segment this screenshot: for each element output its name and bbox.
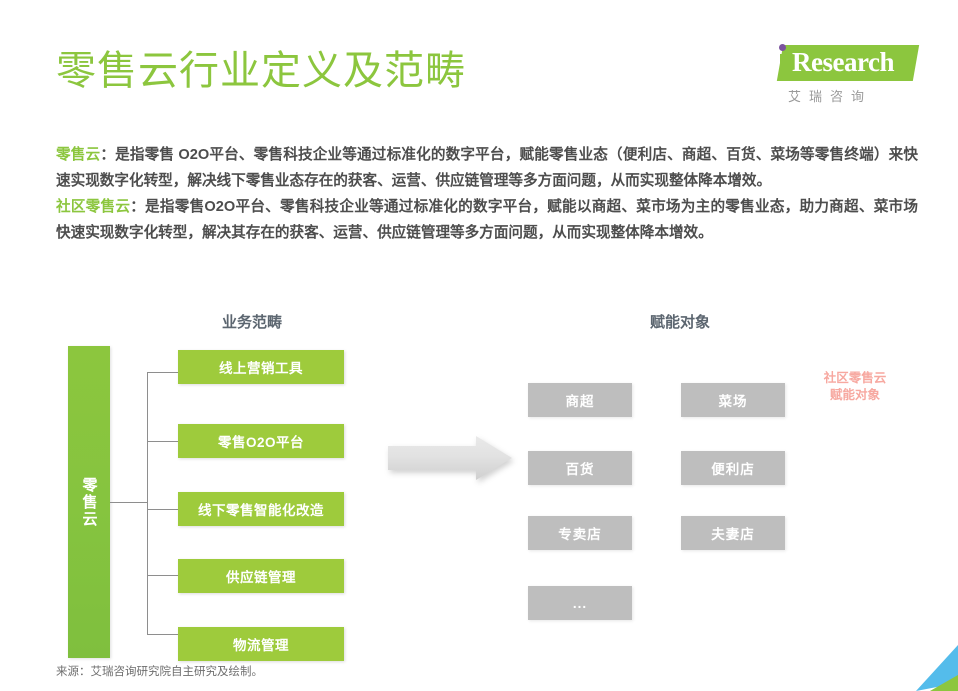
target-box-label: 商超 (565, 394, 595, 409)
connector-branch-3 (147, 509, 178, 510)
target-box-label: 专卖店 (558, 527, 602, 542)
definition-body-2: ：是指零售O2O平台、零售科技企业等通过标准化的数字平台，赋能以商超、菜市场为主… (56, 199, 918, 241)
target-box-specialty-store[interactable]: 专卖店 (528, 516, 632, 550)
target-box-wet-market[interactable]: 菜场 (681, 383, 785, 417)
target-box-supermarket[interactable]: 商超 (528, 383, 632, 417)
page-title: 零售云行业定义及范畴 (56, 49, 466, 93)
connector-trunk-to-spine (110, 502, 148, 503)
source-note: 来源：艾瑞咨询研究院自主研究及绘制。 (56, 666, 263, 678)
definition-term-1: 零售云 (56, 147, 101, 163)
branch-box-logistics-management[interactable]: 物流管理 (178, 627, 344, 661)
logo-mark: Research (766, 42, 920, 84)
iresearch-logo: Research 艾瑞咨询 (766, 42, 920, 104)
target-box-label: 百货 (565, 462, 595, 477)
connector-branch-1 (147, 372, 178, 373)
definition-body-1: ：是指零售 O2O平台、零售科技企业等通过标准化的数字平台，赋能零售业态（便利店… (56, 147, 918, 189)
branch-box-offline-retail-intelligence[interactable]: 线下零售智能化改造 (178, 492, 344, 526)
branch-box-label: 物流管理 (233, 638, 289, 653)
logo-i-dot-icon (779, 44, 786, 51)
target-box-more[interactable]: ... (528, 586, 632, 620)
logo-i-stem-icon (780, 54, 785, 78)
community-retail-cloud-note: 社区零售云 赋能对象 (805, 370, 905, 404)
logo-wordmark: Research (792, 47, 894, 77)
target-box-mom-and-pop-store[interactable]: 夫妻店 (681, 516, 785, 550)
trunk-retail-cloud: 零售云 (68, 346, 110, 658)
definition-term-2: 社区零售云 (56, 199, 131, 215)
column-header-business-scope: 业务范畴 (222, 314, 283, 331)
community-note-line-1: 社区零售云 (823, 371, 887, 385)
branch-box-supply-chain-management[interactable]: 供应链管理 (178, 559, 344, 593)
target-box-department-store[interactable]: 百货 (528, 451, 632, 485)
definitions-block: 零售云：是指零售 O2O平台、零售科技企业等通过标准化的数字平台，赋能零售业态（… (56, 142, 918, 246)
trunk-label: 零售云 (80, 476, 98, 528)
target-box-label: 夫妻店 (711, 527, 755, 542)
definition-paragraph-1: 零售云：是指零售 O2O平台、零售科技企业等通过标准化的数字平台，赋能零售业态（… (56, 142, 918, 194)
branch-box-online-marketing-tools[interactable]: 线上营销工具 (178, 350, 344, 384)
community-note-line-2: 赋能对象 (829, 388, 880, 402)
logo-subtitle: 艾瑞咨询 (788, 89, 873, 104)
branch-box-label: 零售O2O平台 (217, 435, 304, 450)
connector-spine-vertical (147, 372, 148, 634)
corner-decoration (886, 645, 958, 691)
branch-box-label: 线下零售智能化改造 (198, 503, 324, 518)
right-arrow-icon (388, 436, 512, 480)
branch-box-label: 供应链管理 (226, 570, 296, 585)
target-box-label: ... (572, 595, 588, 611)
target-box-convenience-store[interactable]: 便利店 (681, 451, 785, 485)
connector-branch-5 (147, 634, 178, 635)
target-box-label: 便利店 (711, 462, 755, 477)
branch-box-retail-o2o-platform[interactable]: 零售O2O平台 (178, 424, 344, 458)
connector-branch-4 (147, 575, 178, 576)
branch-box-label: 线上营销工具 (219, 361, 303, 376)
column-header-enabled-objects: 赋能对象 (650, 314, 711, 331)
connector-branch-2 (147, 441, 178, 442)
definition-paragraph-2: 社区零售云：是指零售O2O平台、零售科技企业等通过标准化的数字平台，赋能以商超、… (56, 194, 918, 246)
target-box-label: 菜场 (718, 394, 748, 409)
